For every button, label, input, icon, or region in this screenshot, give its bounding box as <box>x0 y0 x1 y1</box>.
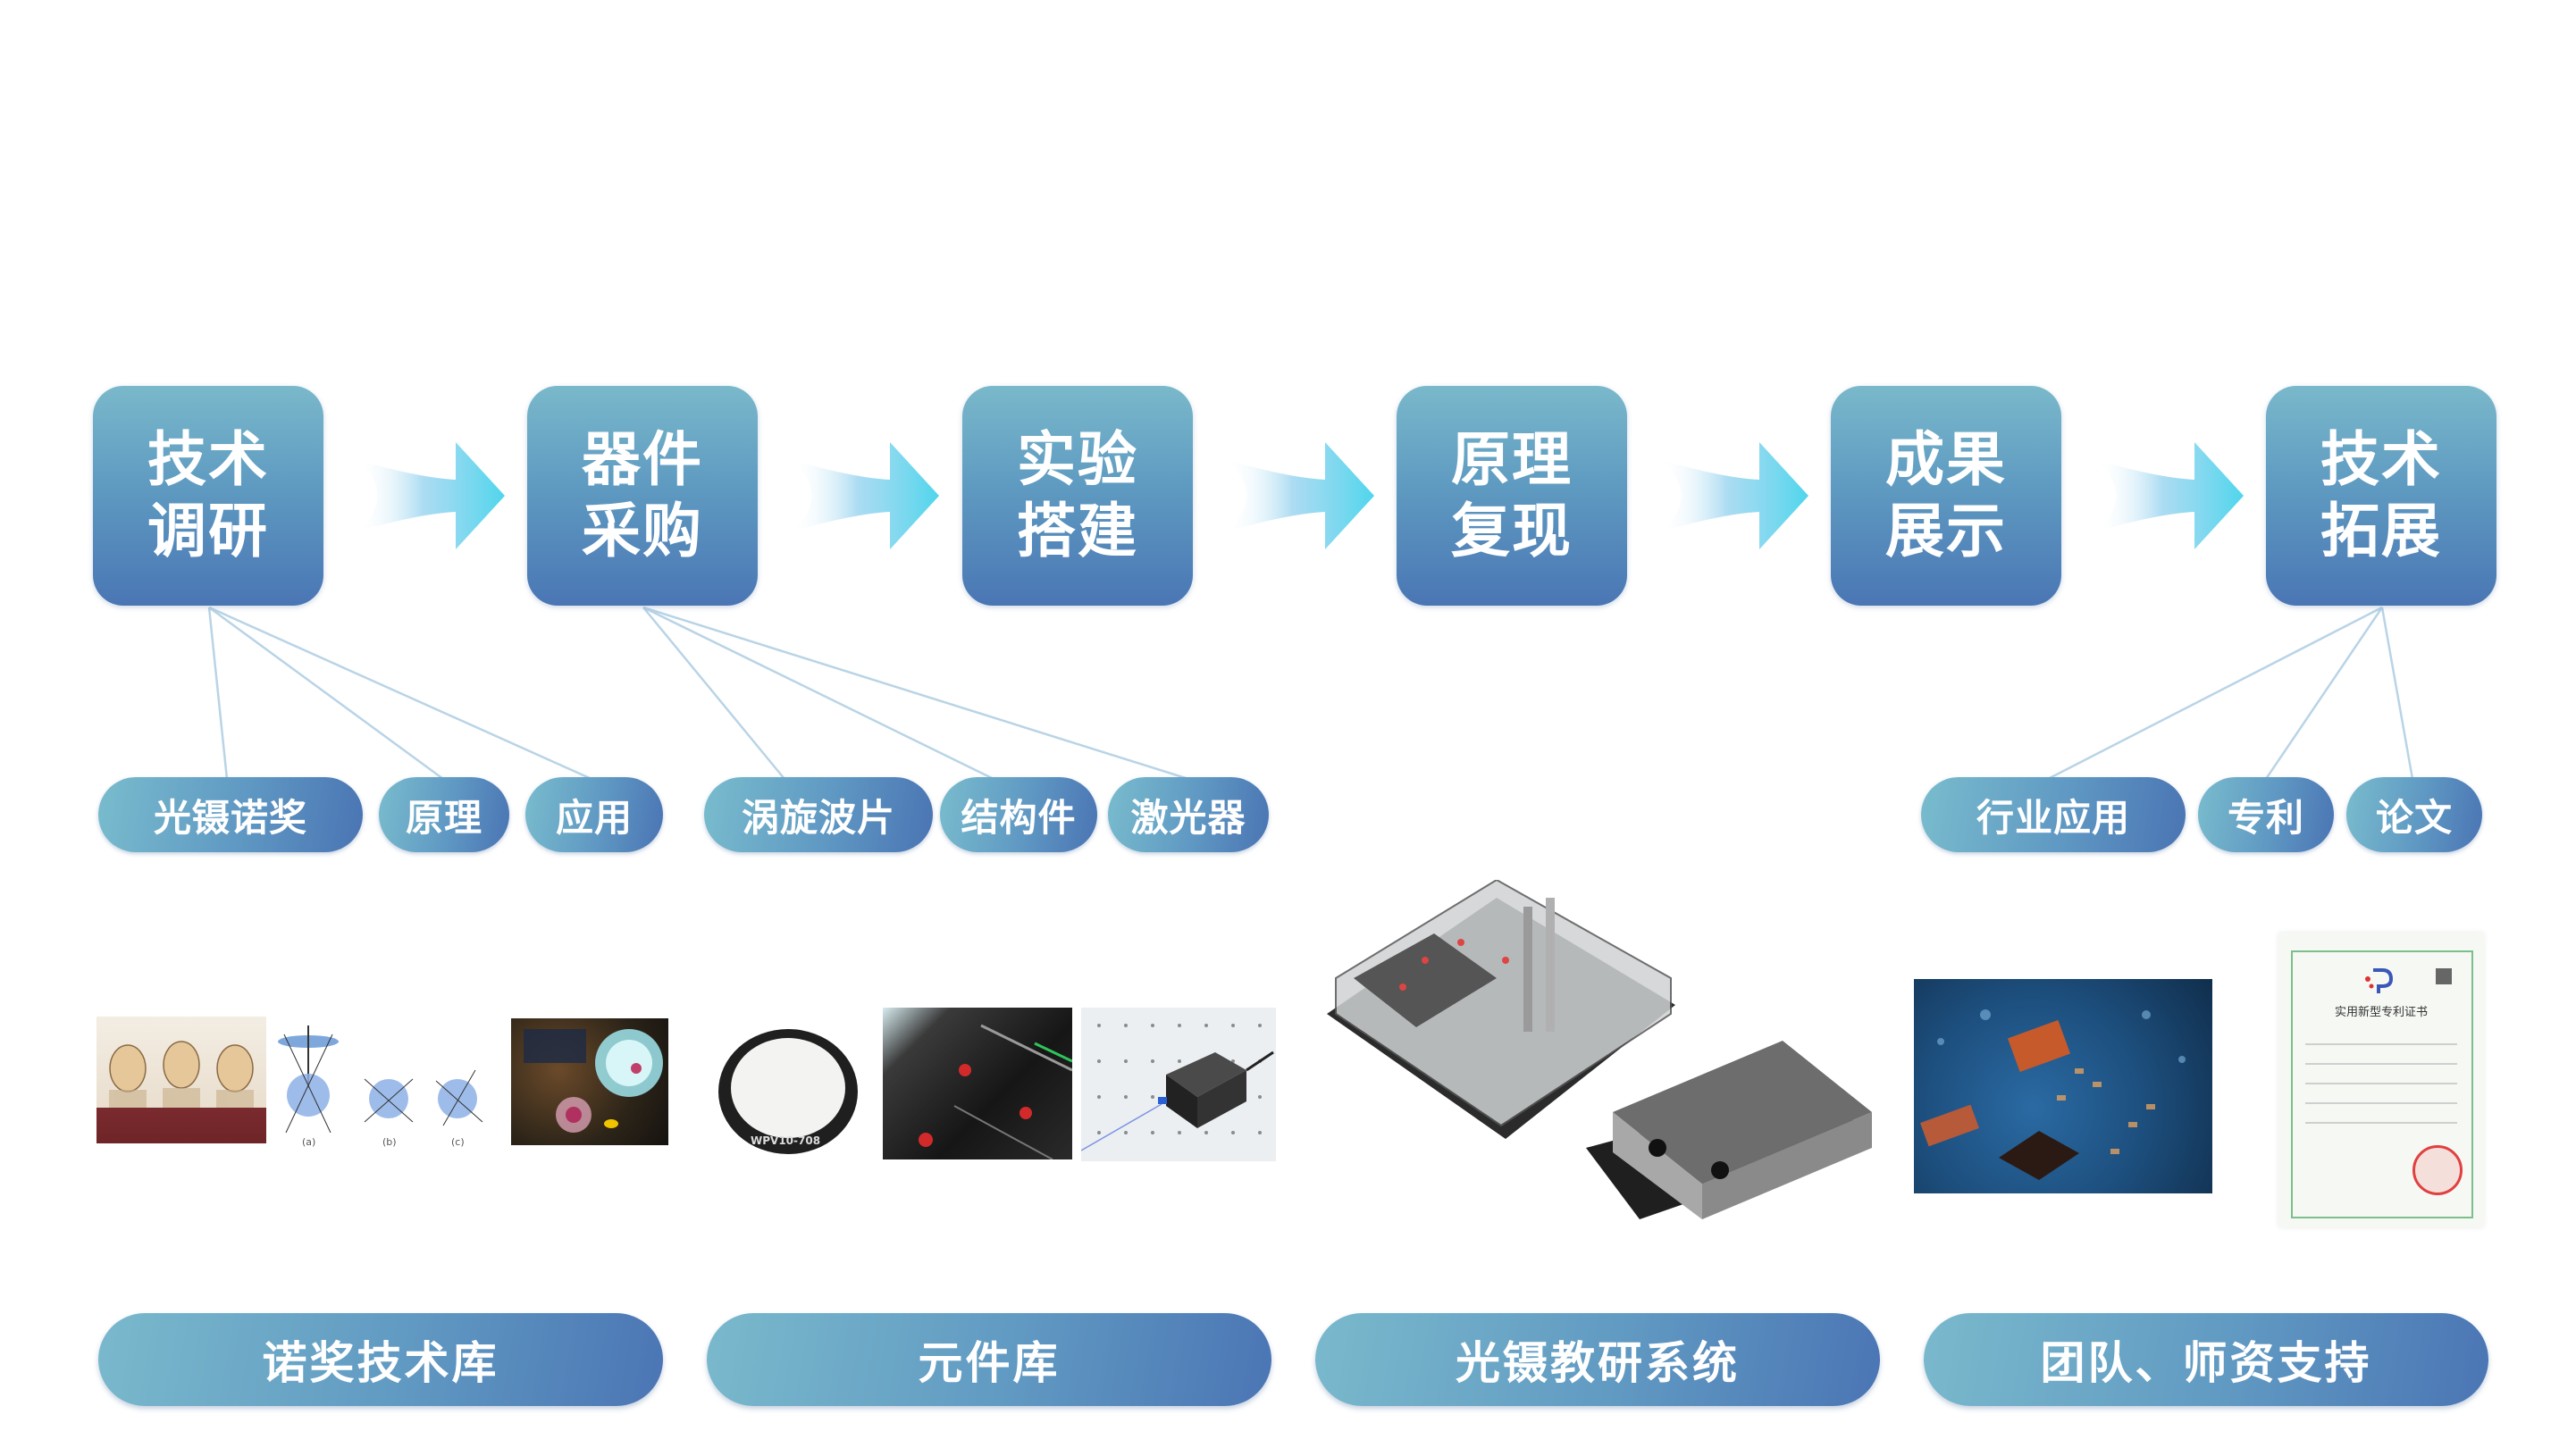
connector-line <box>642 606 994 781</box>
tag-vortex-waveplate[interactable]: 涡旋波片 <box>704 777 933 852</box>
connector-line <box>2047 606 2383 781</box>
optical-tweezers-system-button[interactable]: 光镊教研系统 <box>1315 1313 1880 1406</box>
tag-nobel[interactable]: 光镊诺奖 <box>98 777 363 852</box>
team-faculty-support-button[interactable]: 团队、师资支持 <box>1924 1313 2488 1406</box>
laser-module-image <box>1081 1008 1276 1161</box>
step-experiment-setup: 实验搭建 <box>962 386 1193 606</box>
arrow-right-icon <box>1227 442 1374 549</box>
connector-line <box>208 606 592 781</box>
step-component-procurement: 器件采购 <box>527 386 758 606</box>
tag-structural-parts[interactable]: 结构件 <box>940 777 1097 852</box>
connector-line <box>642 607 785 780</box>
step-principle-reproduction: 原理复现 <box>1397 386 1627 606</box>
vortex-waveplate-image: WPV10-708 <box>715 1027 862 1157</box>
optical-force-diagram: (a) (b) (c) <box>268 1017 491 1151</box>
step-label: 原理复现 <box>1451 425 1573 565</box>
circuit-board-image <box>1914 979 2212 1193</box>
step-label: 器件采购 <box>582 425 703 565</box>
step-technical-research: 技术调研 <box>93 386 323 606</box>
patent-certificate-image: 实用新型专利证书 <box>2278 933 2484 1227</box>
arrow-right-icon <box>1661 442 1808 549</box>
certificate-border <box>2291 950 2473 1218</box>
qr-code <box>2436 968 2452 984</box>
step-label: 技术调研 <box>147 425 269 565</box>
connector-line <box>207 607 229 780</box>
step-label: 实验搭建 <box>1017 425 1138 565</box>
connector-line <box>2264 607 2384 780</box>
tag-laser[interactable]: 激光器 <box>1108 777 1269 852</box>
certificate-seal <box>2412 1145 2463 1195</box>
diagram-caption: (c) <box>451 1136 465 1148</box>
diagram-caption: (b) <box>382 1136 397 1148</box>
step-label: 技术拓展 <box>2320 425 2442 565</box>
connector-line <box>2380 607 2414 780</box>
connector-line <box>642 606 1189 781</box>
tag-principle[interactable]: 原理 <box>379 777 509 852</box>
cell-trapping-image <box>511 1018 668 1145</box>
step-label: 成果展示 <box>1885 425 2007 565</box>
optical-tweezers-system-image <box>1318 880 1881 1246</box>
step-technical-extension: 技术拓展 <box>2266 386 2496 606</box>
arrow-right-icon <box>357 442 505 549</box>
tag-paper[interactable]: 论文 <box>2346 777 2482 852</box>
nobel-tech-library-button[interactable]: 诺奖技术库 <box>98 1313 663 1406</box>
tag-patent[interactable]: 专利 <box>2198 777 2334 852</box>
components-library-button[interactable]: 元件库 <box>707 1313 1271 1406</box>
arrow-right-icon <box>2096 442 2244 549</box>
tag-industry-application[interactable]: 行业应用 <box>1921 777 2186 852</box>
certificate-text-lines <box>2305 1031 2457 1138</box>
tag-application[interactable]: 应用 <box>525 777 663 852</box>
arrow-right-icon <box>792 442 939 549</box>
diagram-caption: (a) <box>302 1136 316 1148</box>
nobel-laureates-image <box>96 1017 266 1143</box>
waveplate-label: WPV10-708 <box>751 1134 821 1147</box>
connector-line <box>208 606 444 781</box>
patent-logo-icon <box>2365 968 2394 993</box>
certificate-title: 实用新型专利证书 <box>2334 1006 2428 1019</box>
optomechanical-structure-image <box>883 1008 1072 1159</box>
step-results-showcase: 成果展示 <box>1831 386 2061 606</box>
